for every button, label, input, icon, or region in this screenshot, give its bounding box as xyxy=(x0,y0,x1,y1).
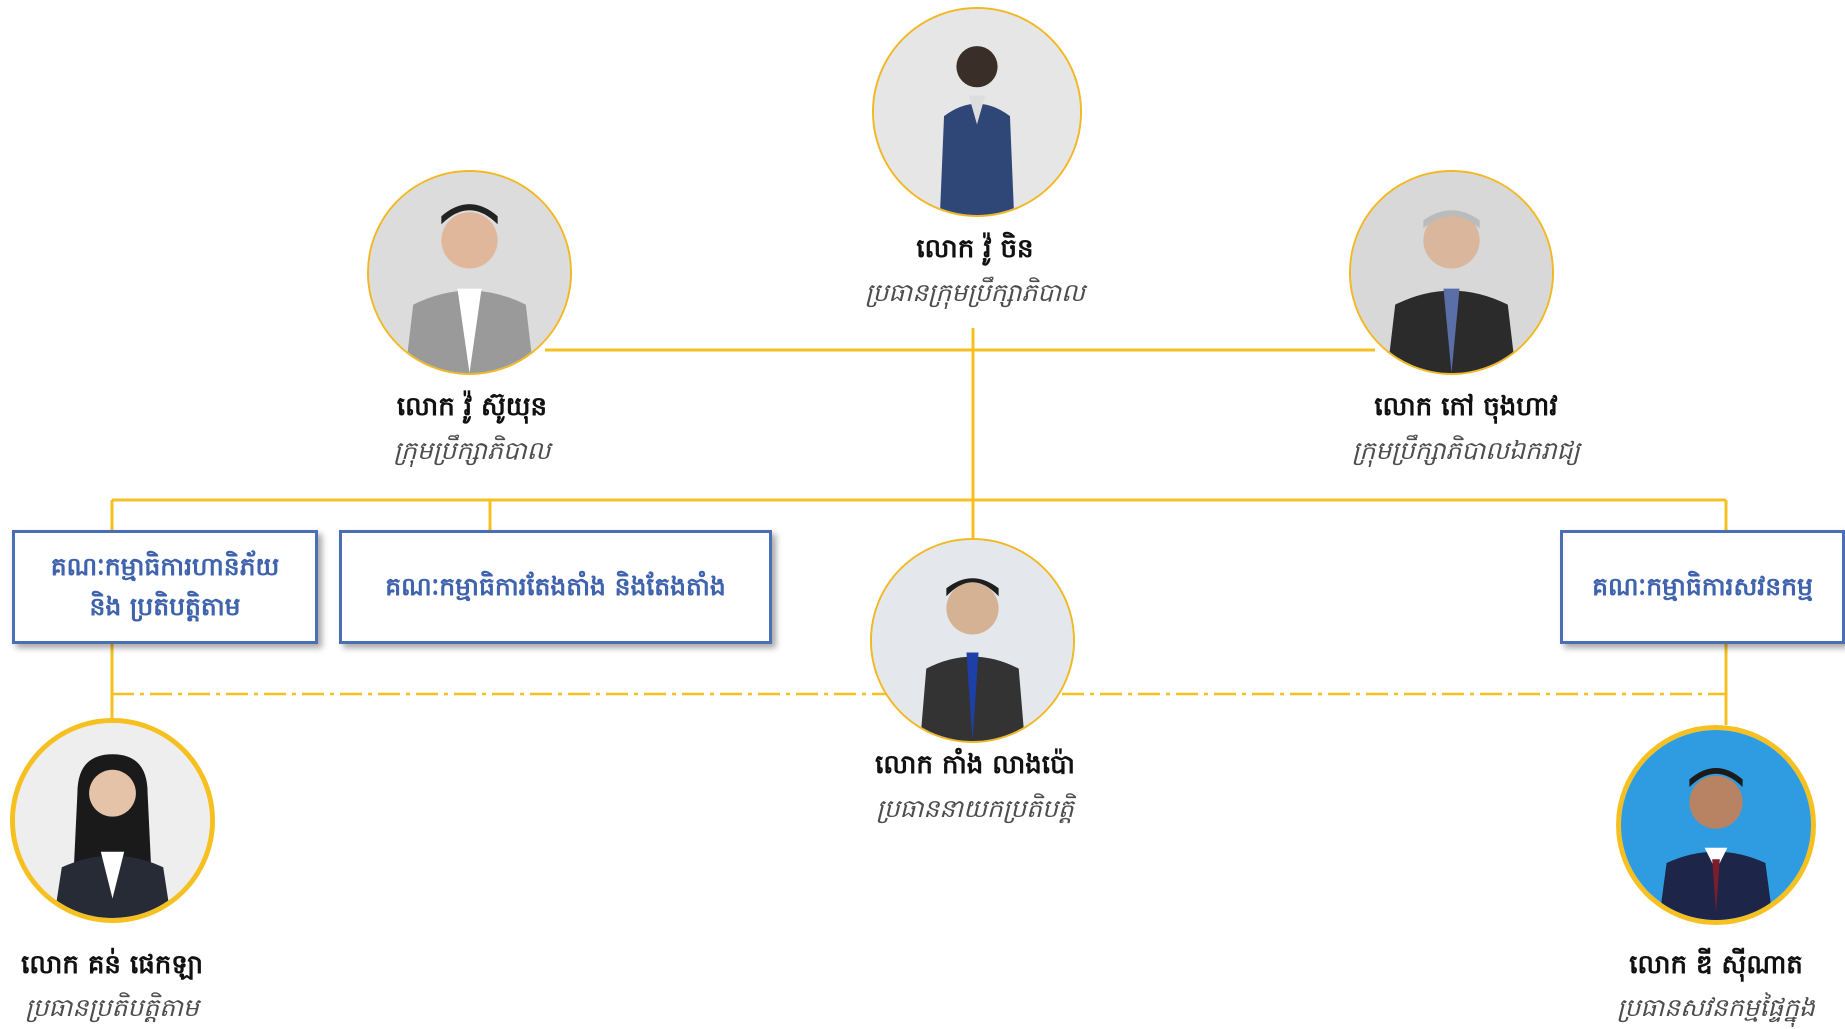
director-right-name: លោក កៅ ចុងហាវ xyxy=(1374,392,1558,422)
person-silhouette-icon xyxy=(872,540,1073,741)
person-silhouette-icon xyxy=(1621,730,1811,920)
ceo-photo xyxy=(870,538,1075,743)
director-left-role: ក្រុមប្រឹក្សាភិបាល xyxy=(393,436,551,465)
audit-committee-box: គណៈកម្មាធិការសវនកម្ម xyxy=(1560,530,1845,644)
chairman-photo xyxy=(872,7,1082,217)
committee-title-line2: និង ប្រតិបត្តិតាម xyxy=(89,592,241,621)
compliance-head-role: ប្រធានប្រតិបត្តិតាម xyxy=(25,993,199,1022)
person-silhouette-icon xyxy=(1351,172,1552,373)
chairman-role: ប្រធានក្រុមប្រឹក្សាភិបាល xyxy=(865,278,1085,307)
committee-title: គណៈកម្មាធិការសវនកម្ម xyxy=(1592,572,1813,601)
internal-audit-head-role: ប្រធានសវនកម្មផ្ទៃក្នុង xyxy=(1617,993,1815,1022)
internal-audit-head-name: លោក ឌី ស៊ីណាត xyxy=(1629,950,1803,980)
nomination-committee-box: គណៈកម្មាធិការតែងតាំង និងតែងតាំង xyxy=(339,530,772,644)
risk-compliance-committee-box: គណៈកម្មាធិការហានិភ័យ និង ប្រតិបត្តិតាម xyxy=(12,530,318,644)
ceo-role: ប្រធាននាយកប្រតិបត្តិ xyxy=(876,794,1074,823)
committee-title: គណៈកម្មាធិការតែងតាំង និងតែងតាំង xyxy=(385,572,726,601)
chairman-name: លោក វ៉ូ ចិន xyxy=(916,234,1034,264)
committee-title-line1: គណៈកម្មាធិការហានិភ័យ xyxy=(50,552,280,581)
director-left-photo xyxy=(367,170,572,375)
person-silhouette-icon xyxy=(15,723,210,918)
compliance-head-name: លោក គន់ ផេកឡា xyxy=(21,950,203,980)
director-left-name: លោក វ៉ូ ស៊ូយុន xyxy=(396,392,548,422)
director-right-photo xyxy=(1349,170,1554,375)
person-silhouette-icon xyxy=(369,172,570,373)
director-right-role: ក្រុមប្រឹក្សាភិបាលឯករាជ្យ xyxy=(1352,436,1580,465)
person-silhouette-icon xyxy=(874,9,1080,215)
internal-audit-head-photo xyxy=(1616,725,1816,925)
ceo-name: លោក កាំង លាងប៉ោ xyxy=(875,750,1075,780)
compliance-head-photo xyxy=(10,718,215,923)
